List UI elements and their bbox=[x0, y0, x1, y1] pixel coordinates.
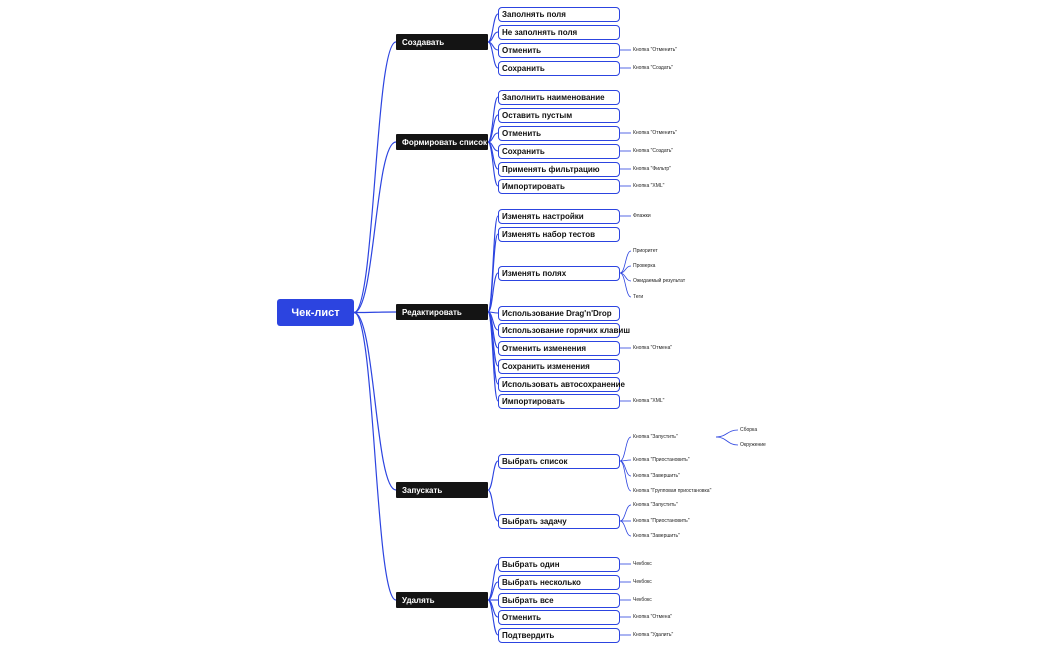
note-label: Кнопка "Запустить" bbox=[633, 434, 678, 440]
branch-node[interactable]: Редактировать bbox=[396, 304, 488, 320]
note-label: Кнопка "Отмена" bbox=[633, 614, 673, 620]
note-label: Чекбокс bbox=[633, 579, 652, 585]
note-label: Кнопка "Отменить" bbox=[633, 130, 678, 136]
note-label: Кнопка "Завершить" bbox=[633, 473, 680, 479]
note-label: Флажки bbox=[633, 213, 651, 219]
note-label: Кнопка "Удалить" bbox=[633, 632, 674, 638]
leaf-node[interactable]: Использование Drag'n'Drop bbox=[498, 305, 620, 321]
leaf-node[interactable]: Сохранить изменения bbox=[498, 358, 620, 374]
note-label: Теги bbox=[633, 294, 644, 300]
sub-note-label: Окружение bbox=[740, 442, 766, 448]
leaf-node[interactable]: Изменять настройки bbox=[498, 208, 620, 224]
leaf-node[interactable]: Выбрать список bbox=[498, 453, 620, 469]
note-label: Чекбокс bbox=[633, 561, 652, 567]
root-node[interactable]: Чек-лист bbox=[277, 299, 354, 326]
note-label: Кнопка "XML" bbox=[633, 183, 665, 189]
note-label: Кнопка "XML" bbox=[633, 398, 665, 404]
leaf-node[interactable]: Сохранить bbox=[498, 143, 620, 159]
leaf-node[interactable]: Выбрать один bbox=[498, 556, 620, 572]
branch-node[interactable]: Создавать bbox=[396, 34, 488, 50]
note-label: Кнопка "Приостановить" bbox=[633, 518, 690, 524]
note-label: Кнопка "Отмена" bbox=[633, 345, 673, 351]
note-label: Кнопка "Фильтр" bbox=[633, 166, 671, 172]
leaf-node[interactable]: Выбрать все bbox=[498, 592, 620, 608]
leaf-node[interactable]: Выбрать несколько bbox=[498, 574, 620, 590]
leaf-node[interactable]: Оставить пустым bbox=[498, 107, 620, 123]
note-label: Кнопка "Запустить" bbox=[633, 502, 678, 508]
leaf-node[interactable]: Применять фильтрацию bbox=[498, 161, 620, 177]
leaf-node[interactable]: Подтвердить bbox=[498, 627, 620, 643]
leaf-node[interactable]: Использовать автосохранение bbox=[498, 376, 625, 392]
branch-node[interactable]: Удалять bbox=[396, 592, 488, 608]
note-label: Кнопка "Отменить" bbox=[633, 47, 678, 53]
branch-node[interactable]: Формировать список bbox=[396, 134, 488, 150]
note-label: Приоритет bbox=[633, 248, 658, 254]
leaf-node[interactable]: Выбрать задачу bbox=[498, 513, 620, 529]
note-label: Кнопка "Завершить" bbox=[633, 533, 680, 539]
branch-node[interactable]: Запускать bbox=[396, 482, 488, 498]
leaf-node[interactable]: Заполнить наименование bbox=[498, 89, 620, 105]
sub-note-label: Сборка bbox=[740, 427, 758, 433]
leaf-node[interactable]: Отменить bbox=[498, 125, 620, 141]
leaf-node[interactable]: Импортировать bbox=[498, 393, 620, 409]
leaf-node[interactable]: Изменять полях bbox=[498, 265, 620, 281]
note-label: Кнопка "Приостановить" bbox=[633, 457, 690, 463]
note-label: Кнопка "Групповая приостановка" bbox=[633, 488, 712, 494]
leaf-node[interactable]: Отменить bbox=[498, 609, 620, 625]
note-label: Кнопка "Создать" bbox=[633, 65, 674, 71]
leaf-node[interactable]: Отменить изменения bbox=[498, 340, 620, 356]
leaf-node[interactable]: Отменить bbox=[498, 42, 620, 58]
note-label: Ожидаемый результат bbox=[633, 278, 686, 284]
leaf-node[interactable]: Изменять набор тестов bbox=[498, 226, 620, 242]
leaf-node[interactable]: Не заполнять поля bbox=[498, 24, 620, 40]
note-label: Кнопка "Создать" bbox=[633, 148, 674, 154]
leaf-node[interactable]: Использование горячих клавиш bbox=[498, 322, 630, 338]
leaf-node[interactable]: Импортировать bbox=[498, 178, 620, 194]
leaf-node[interactable]: Сохранить bbox=[498, 60, 620, 76]
note-label: Чекбокс bbox=[633, 597, 652, 603]
note-label: Проверка bbox=[633, 263, 656, 269]
leaf-node[interactable]: Заполнять поля bbox=[498, 6, 620, 22]
